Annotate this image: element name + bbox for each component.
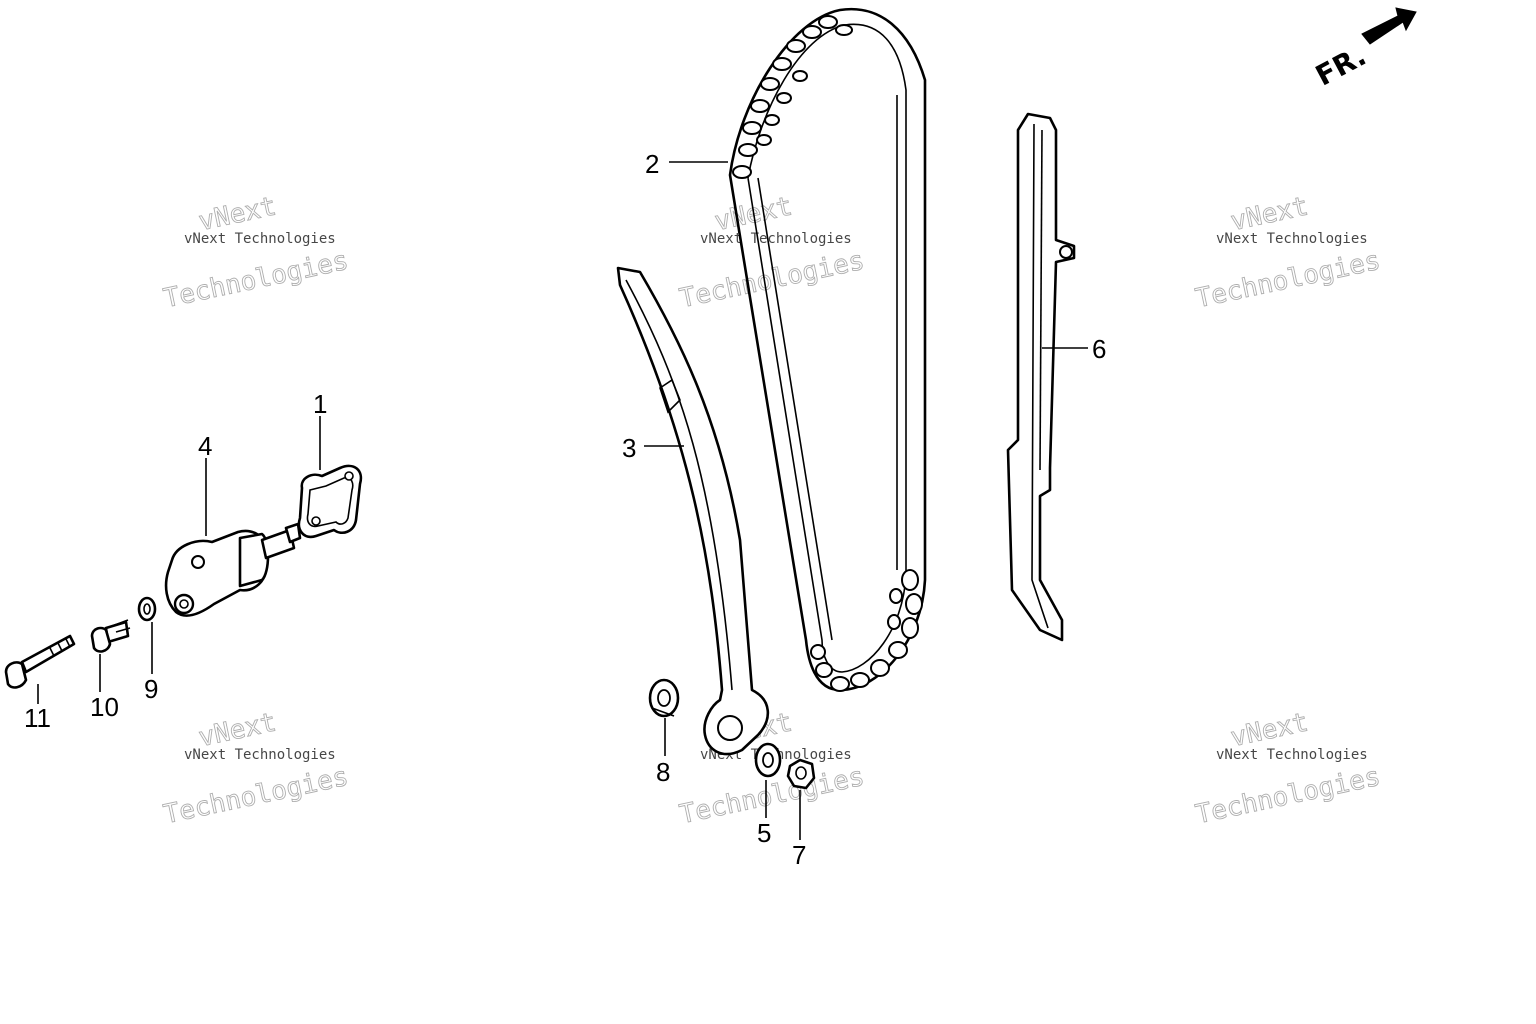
chain-links-top [732, 15, 853, 179]
watermark-line: vNext Technologies [1216, 747, 1368, 763]
callout-5: 5 [757, 818, 771, 848]
watermark-technologies: Technologies [161, 762, 351, 830]
chain-links-bottom [810, 569, 923, 692]
callout-10: 10 [90, 692, 119, 722]
watermark-line: vNext Technologies [1216, 231, 1368, 247]
callout-11: 11 [24, 703, 51, 733]
callout-7: 7 [792, 840, 806, 870]
front-indicator: FR. [1310, 7, 1417, 93]
callout-4: 4 [198, 431, 212, 461]
chain-guide[interactable] [1006, 112, 1076, 642]
watermark-bottom-right: vNext vNext Technologies Technologies [1193, 707, 1384, 831]
leader-lines [37, 161, 1088, 840]
front-arrow-icon [1361, 7, 1417, 45]
callout-9: 9 [144, 674, 158, 704]
callout-8: 8 [656, 757, 670, 787]
watermark-technologies: Technologies [1193, 246, 1383, 314]
callout-2: 2 [645, 149, 659, 179]
watermark-bottom-left: vNext vNext Technologies Technologies [161, 707, 352, 831]
watermark-top-left: vNext vNext Technologies Technologies [161, 191, 352, 315]
watermark-line: vNext Technologies [184, 231, 336, 247]
watermark-line: vNext Technologies [700, 231, 852, 247]
front-label: FR. [1310, 39, 1371, 92]
watermark-top-center: vNext vNext Technologies Technologies [677, 191, 868, 315]
spacer[interactable] [754, 742, 782, 778]
collar[interactable] [648, 678, 680, 718]
washer-small[interactable] [137, 596, 157, 622]
cam-chain-tensioner[interactable] [164, 522, 302, 617]
watermark-technologies: Technologies [161, 246, 351, 314]
cam-chain[interactable] [728, 7, 927, 692]
callout-3: 3 [622, 433, 636, 463]
nut[interactable] [786, 758, 816, 790]
callout-labels: 1 2 3 4 5 6 7 8 9 10 11 [24, 149, 1106, 870]
bolt-long[interactable] [4, 634, 76, 689]
callout-1: 1 [313, 389, 327, 419]
bolt-short[interactable] [90, 619, 131, 653]
tensioner-arm[interactable] [616, 266, 770, 756]
tensioner-gasket[interactable] [297, 464, 363, 539]
watermark-top-right: vNext vNext Technologies Technologies [1193, 191, 1384, 315]
watermark-line: vNext Technologies [184, 747, 336, 763]
watermark-technologies: Technologies [1193, 762, 1383, 830]
watermark-technologies: Technologies [677, 246, 867, 314]
callout-6: 6 [1092, 334, 1106, 364]
